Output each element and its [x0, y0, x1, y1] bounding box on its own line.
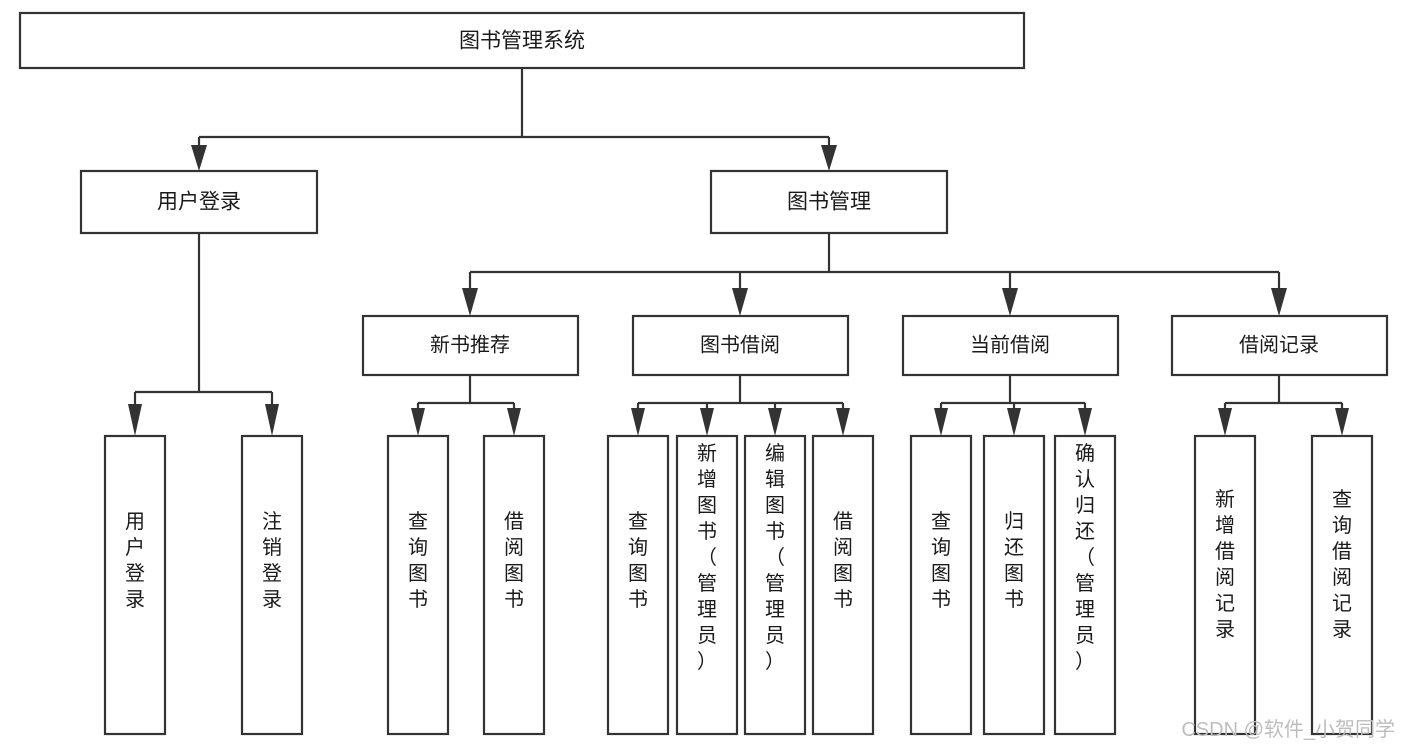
- node-user-login-label: 用户登录: [157, 191, 241, 214]
- node-borrow-records[interactable]: 借阅记录: [1170, 314, 1389, 377]
- leaf-label-vertical: 查询图书: [408, 510, 428, 611]
- leaf-box-logout[interactable]: [240, 434, 304, 736]
- arrow-head-current-borrow: [1002, 288, 1018, 316]
- leaf-label-vertical: 借阅图书: [504, 510, 524, 611]
- node-root-label: 图书管理系统: [459, 30, 585, 53]
- leaf-node[interactable]: 归还图书: [982, 434, 1046, 736]
- node-root-box[interactable]: [18, 11, 1026, 70]
- arrow-head-record-leaf-1: [1218, 408, 1232, 436]
- node-current-borrowing-label: 当前借阅: [970, 333, 1050, 356]
- leaf-label-vertical: 注销登录: [262, 510, 282, 611]
- arrow-head-user-login: [191, 145, 207, 171]
- arrow-head-record-leaf-2: [1335, 408, 1349, 436]
- leaf-label-vertical: 查询图书: [931, 510, 951, 611]
- arrow-head-borrow-leaf-3: [768, 408, 782, 436]
- node-book-borrowing-box[interactable]: [631, 314, 850, 377]
- arrow-head-borrow-leaf-2: [700, 408, 714, 436]
- node-user-login[interactable]: 用户登录: [79, 169, 319, 235]
- leaf-node[interactable]: 新增借阅记录: [1193, 434, 1257, 736]
- node-borrow-records-label: 借阅记录: [1239, 333, 1319, 356]
- arrow-head-borrow-leaf-1: [631, 408, 645, 436]
- node-new-book-recommend[interactable]: 新书推荐: [361, 314, 580, 377]
- leaf-label-vertical: 用户登录: [125, 511, 145, 611]
- leaf-node[interactable]: 查询借阅记录: [1310, 434, 1374, 736]
- leaf-box-add-borrow-record[interactable]: [1193, 434, 1257, 736]
- leaf-node[interactable]: 确认归还（管理员）: [1053, 434, 1117, 736]
- leaf-box-query-book-rec[interactable]: [386, 434, 450, 736]
- node-book-management-label: 图书管理: [787, 191, 871, 214]
- arrow-head-book-borrow: [732, 288, 748, 316]
- leaf-node[interactable]: 查询图书: [909, 434, 973, 736]
- leaf-label-vertical: 归还图书: [1004, 510, 1024, 611]
- arrow-head-book-mgmt: [821, 145, 837, 171]
- arrow-head-newbook-leaf-1: [411, 408, 425, 436]
- leaf-label-vertical: 新增图书（管理员）: [697, 442, 717, 673]
- leaf-box-query-borrow-record[interactable]: [1310, 434, 1374, 736]
- leaf-node[interactable]: 查询图书: [606, 434, 670, 736]
- node-root-system[interactable]: 图书管理系统: [18, 11, 1026, 70]
- leaf-node-layer: 用户登录 注销登录 查询图书 借阅图书 查询图书 新增图书（管理员）: [103, 434, 1374, 736]
- leaf-node[interactable]: 查询图书: [386, 434, 450, 736]
- leaf-label-vertical: 借阅图书: [833, 510, 853, 611]
- leaf-box-return-book[interactable]: [982, 434, 1046, 736]
- node-current-borrowing[interactable]: 当前借阅: [901, 314, 1120, 377]
- leaf-node[interactable]: 借阅图书: [811, 434, 875, 736]
- leaf-node[interactable]: 编辑图书（管理员）: [743, 434, 807, 736]
- arrow-head-leaf-user-login: [128, 404, 142, 436]
- arrow-head-current-leaf-2: [1007, 408, 1021, 436]
- node-book-management[interactable]: 图书管理: [709, 169, 949, 235]
- arrow-head-newbook-leaf-2: [507, 408, 521, 436]
- arrow-head-leaf-logout: [265, 404, 279, 436]
- node-borrow-records-box[interactable]: [1170, 314, 1389, 377]
- leaf-box-user-login[interactable]: [103, 434, 167, 736]
- csdn-watermark: CSDN @软件_小贺同学: [1181, 718, 1395, 741]
- leaf-label-vertical: 新增借阅记录: [1215, 488, 1235, 641]
- leaf-box-add-book-admin[interactable]: [675, 434, 739, 736]
- leaf-label-vertical: 确认归还（管理员）: [1075, 442, 1095, 673]
- arrow-head-current-leaf-1: [934, 408, 948, 436]
- node-current-borrowing-box[interactable]: [901, 314, 1120, 377]
- leaf-label-vertical: 编辑图书（管理员）: [765, 442, 785, 673]
- leaf-box-borrow-book-rec[interactable]: [482, 434, 546, 736]
- leaf-box-borrow-book-borrow[interactable]: [811, 434, 875, 736]
- leaf-box-query-book-current[interactable]: [909, 434, 973, 736]
- node-book-borrowing[interactable]: 图书借阅: [631, 314, 850, 377]
- leaf-box-query-book-borrow[interactable]: [606, 434, 670, 736]
- leaf-node[interactable]: 注销登录: [240, 434, 304, 736]
- leaf-node[interactable]: 用户登录: [103, 434, 167, 736]
- node-book-borrowing-label: 图书借阅: [700, 333, 780, 356]
- node-user-login-box[interactable]: [79, 169, 319, 235]
- arrow-head-new-book-rec: [462, 288, 478, 316]
- node-book-management-box[interactable]: [709, 169, 949, 235]
- leaf-node[interactable]: 借阅图书: [482, 434, 546, 736]
- node-new-book-recommend-box[interactable]: [361, 314, 580, 377]
- arrow-head-current-leaf-3: [1078, 408, 1092, 436]
- connector-layer: [128, 68, 1349, 436]
- leaf-node[interactable]: 新增图书（管理员）: [675, 434, 739, 736]
- node-new-book-recommend-label: 新书推荐: [430, 333, 510, 356]
- leaf-box-confirm-return-admin[interactable]: [1053, 434, 1117, 736]
- arrow-head-borrow-record: [1271, 288, 1287, 316]
- leaf-label-vertical: 查询图书: [628, 510, 648, 611]
- leaf-label-vertical: 查询借阅记录: [1332, 488, 1352, 641]
- arrow-head-borrow-leaf-4: [836, 408, 850, 436]
- leaf-box-edit-book-admin[interactable]: [743, 434, 807, 736]
